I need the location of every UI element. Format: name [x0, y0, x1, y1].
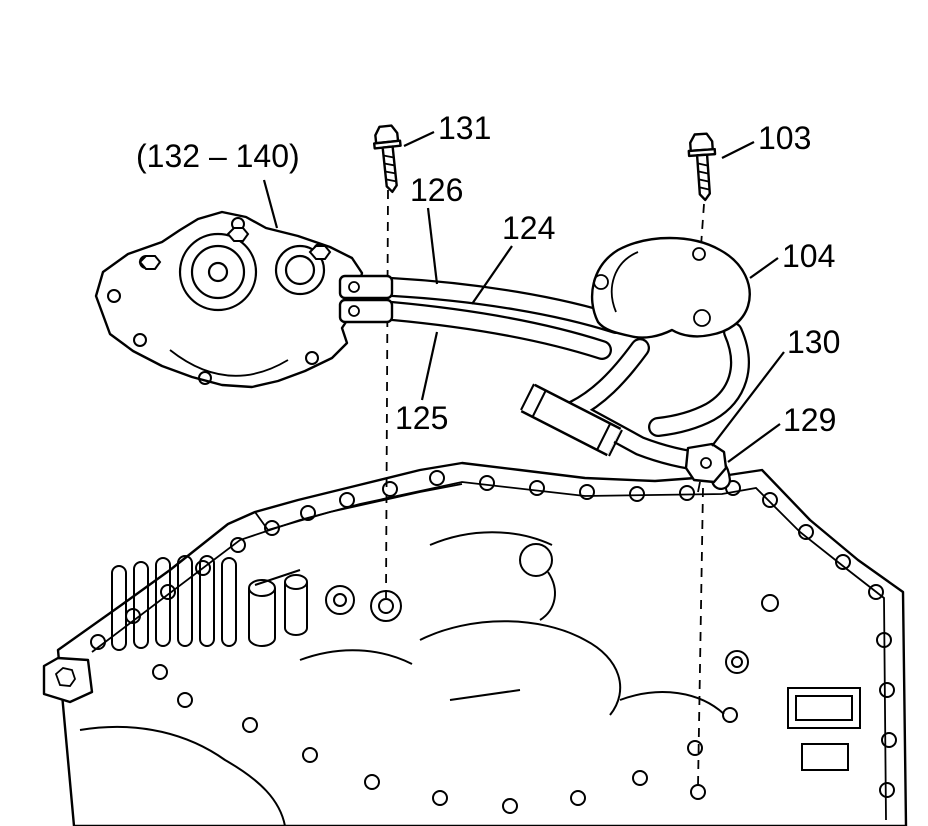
- oil-pump-hex-bolts: [138, 227, 332, 270]
- hex-plug: [54, 667, 76, 687]
- oil-pump-bosses: [178, 232, 326, 312]
- oil-pan: [42, 461, 908, 826]
- bolt-131-centerline: [385, 189, 389, 599]
- bolt-landing-bosses: [370, 590, 706, 800]
- callout-125: 125: [395, 400, 449, 436]
- pan-rib-cluster: [111, 555, 308, 651]
- leader-129: [727, 423, 781, 463]
- cover-center-hole: [693, 309, 711, 327]
- pipe-sleeve-ribs: [520, 383, 623, 457]
- cover-bolt-hole-103: [692, 247, 706, 261]
- callout-129: 129: [783, 402, 837, 438]
- leader-lines: [262, 131, 785, 463]
- leader-130: [711, 351, 785, 447]
- callout-104: 104: [782, 238, 836, 274]
- clip-129: [684, 442, 728, 493]
- leader-126: [426, 207, 439, 285]
- cover-tail-tube-inner: [650, 324, 748, 435]
- callout-131: 131: [438, 110, 492, 146]
- pipe-flanges-126: [338, 274, 394, 324]
- callout-103: 103: [758, 120, 812, 156]
- oil-pump-bulge: [169, 349, 289, 377]
- alignment-dashed-lines: [385, 189, 705, 787]
- callout-130: 130: [787, 324, 841, 360]
- oil-pump-assembly: [94, 210, 394, 389]
- pan-right-details: [725, 594, 861, 771]
- leader-103: [721, 141, 755, 159]
- bolt-103: [687, 132, 717, 202]
- pan-rim-bolt-holes: [90, 470, 897, 798]
- oil-pan-left-boss: [42, 656, 94, 704]
- bolt-103-centerline-upper: [700, 203, 705, 247]
- pump-cover-outline: [590, 236, 751, 339]
- cover-flange-hole-left: [593, 274, 609, 290]
- pipe-sleeve-inner: [521, 385, 621, 455]
- bolt-103-centerline-lower: [697, 487, 704, 787]
- leader-124: [471, 245, 513, 305]
- oil-pan-outline: [56, 461, 908, 826]
- leader-125: [420, 331, 439, 401]
- oil-pan-rim-step: [254, 483, 463, 532]
- pan-center-details: [79, 531, 725, 826]
- pump-cover-104: [590, 236, 751, 339]
- leader-132-140: [262, 179, 279, 229]
- callout-132-140: (132 – 140): [136, 138, 300, 174]
- bolt-131: [372, 124, 402, 194]
- callout-126: 126: [410, 172, 464, 208]
- oil-pipe-125-inner: [384, 303, 610, 358]
- leader-104: [749, 257, 779, 279]
- pan-floor-bolt-holes: [152, 664, 738, 814]
- pump-cover-dome-line: [611, 251, 639, 313]
- callout-124: 124: [502, 210, 556, 246]
- leader-131: [403, 131, 435, 147]
- oil-pipe-124-inner: [384, 279, 624, 332]
- oil-pump-outline: [94, 210, 364, 389]
